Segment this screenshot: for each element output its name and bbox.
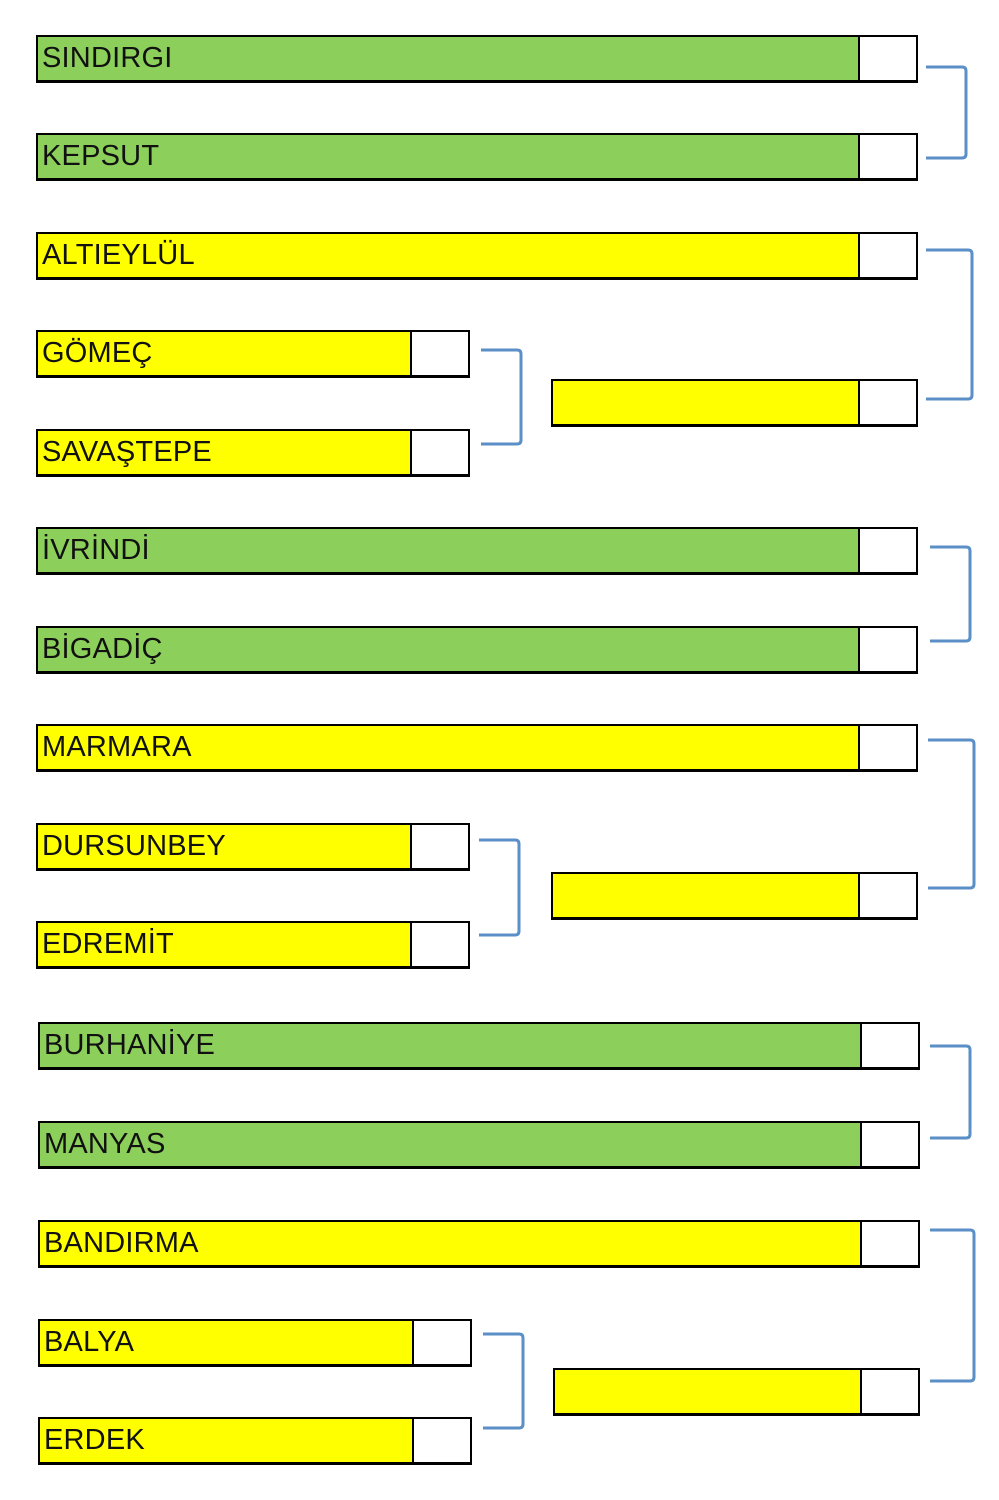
team-slot-ivrindi: İVRİNDİ [36,527,918,575]
team-slot-bigadic: BİGADİÇ [36,626,918,674]
score-box [858,381,916,424]
score-box [412,1419,470,1462]
team-name: BANDIRMA [40,1222,860,1265]
bracket-marmara-winner [928,738,976,890]
team-name: BURHANİYE [40,1024,860,1067]
bracket-gomec-savastepe [481,348,523,446]
score-box [410,332,468,375]
team-slot-kepsut: KEPSUT [36,133,918,181]
team-slot-altieylul: ALTIEYLÜL [36,232,918,280]
bracket-altieylul-winner [926,248,974,401]
bracket-dursunbey-edremit [479,838,521,937]
winner-slot-dursunbey-edremit [551,872,918,920]
score-box [860,1123,918,1166]
team-slot-burhaniye: BURHANİYE [38,1022,920,1070]
team-slot-balya: BALYA [38,1319,472,1367]
team-slot-erdek: ERDEK [38,1417,472,1465]
team-name: BİGADİÇ [38,628,858,671]
score-box [858,37,916,80]
winner-name-empty [555,1370,860,1413]
score-box [410,923,468,966]
team-slot-savastepe: SAVAŞTEPE [36,429,470,477]
score-box [858,628,916,671]
score-box [410,825,468,868]
team-slot-sindirgi: SINDIRGI [36,35,918,83]
score-box [860,1222,918,1265]
team-name: MARMARA [38,726,858,769]
score-box [858,726,916,769]
winner-name-empty [553,381,858,424]
team-slot-edremit: EDREMİT [36,921,470,969]
winner-slot-balya-erdek [553,1368,920,1416]
bracket-ivrindi-bigadic [930,545,972,643]
team-name: SINDIRGI [38,37,858,80]
score-box [412,1321,470,1364]
team-name: KEPSUT [38,135,858,178]
winner-name-empty [553,874,858,917]
score-box [860,1024,918,1067]
team-slot-dursunbey: DURSUNBEY [36,823,470,871]
team-name: EDREMİT [38,923,410,966]
score-box [860,1370,918,1413]
team-name: SAVAŞTEPE [38,431,410,474]
score-box [858,874,916,917]
team-slot-marmara: MARMARA [36,724,918,772]
team-name: GÖMEÇ [38,332,410,375]
winner-slot-gomec-savastepe [551,379,918,427]
score-box [858,135,916,178]
bracket-sindirgi-kepsut [926,65,968,160]
team-slot-bandirma: BANDIRMA [38,1220,920,1268]
team-name: DURSUNBEY [38,825,410,868]
team-name: ALTIEYLÜL [38,234,858,277]
team-slot-gomec: GÖMEÇ [36,330,470,378]
team-name: MANYAS [40,1123,860,1166]
score-box [410,431,468,474]
bracket-bandirma-winner [930,1228,976,1383]
score-box [858,234,916,277]
bracket-balya-erdek [483,1332,525,1430]
team-name: İVRİNDİ [38,529,858,572]
score-box [858,529,916,572]
team-slot-manyas: MANYAS [38,1121,920,1169]
bracket-burhaniye-manyas [930,1044,972,1140]
team-name: BALYA [40,1321,412,1364]
team-name: ERDEK [40,1419,412,1462]
